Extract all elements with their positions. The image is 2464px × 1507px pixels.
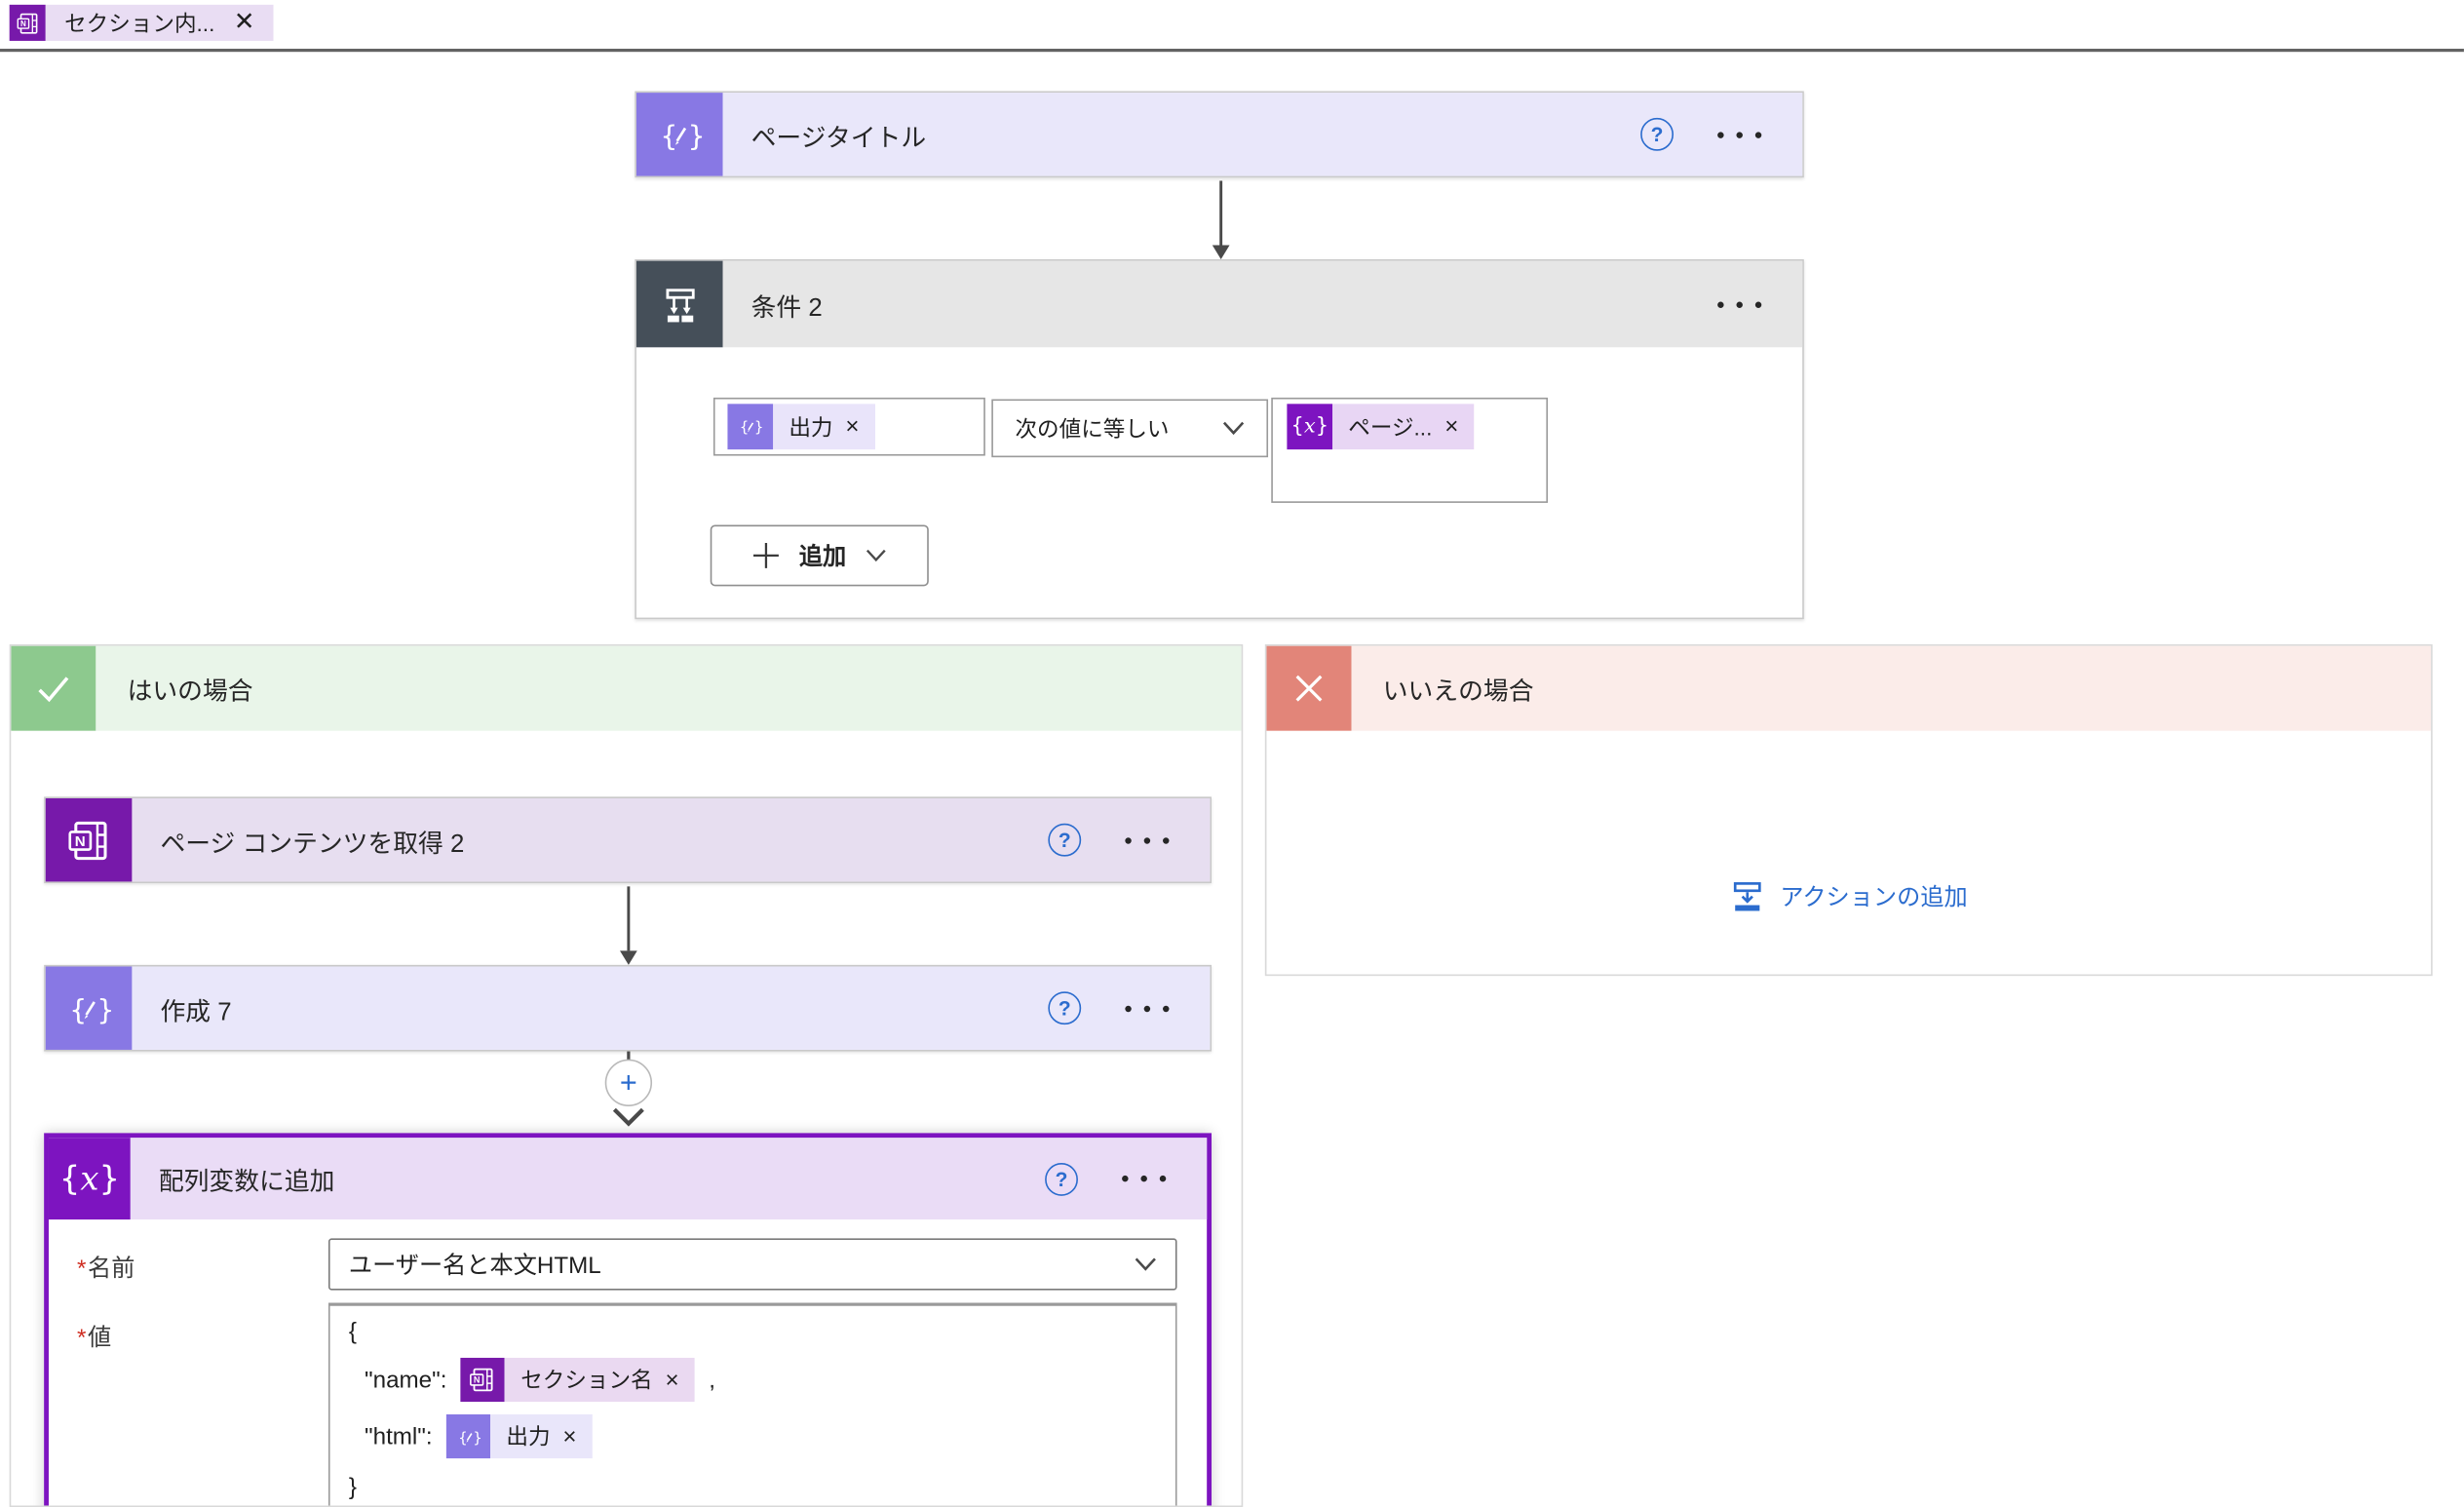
- card-title: 配列変数に追加: [158, 1169, 335, 1196]
- card-title: ページタイトル: [751, 125, 927, 152]
- onenote-icon: N: [9, 4, 46, 41]
- token-label: 出力: [789, 413, 833, 440]
- yes-branch-label: はいの場合: [96, 645, 1242, 731]
- onenote-icon: N: [460, 1357, 506, 1403]
- more-options-icon[interactable]: [1125, 836, 1170, 843]
- remove-token-icon[interactable]: ×: [665, 1366, 679, 1394]
- compose-icon: {}: [727, 404, 774, 450]
- close-icon[interactable]: ✕: [233, 8, 255, 36]
- name-field-label: *名前: [76, 1256, 135, 1283]
- add-button-label: 追加: [798, 543, 847, 571]
- connector-line: [627, 1051, 631, 1062]
- append-to-array-card[interactable]: {x} 配列変数に追加 ? *名前 ユーザー名と本文HTML *値 { "nam…: [44, 1133, 1213, 1506]
- variable-icon: {x}: [48, 1138, 131, 1220]
- add-action-icon: [1733, 882, 1761, 911]
- connector-arrow: [1212, 180, 1230, 260]
- chevron-down-icon: [866, 549, 885, 562]
- x-icon: [1266, 645, 1352, 731]
- token-label: 出力: [506, 1423, 551, 1449]
- variable-name-value: ユーザー名と本文HTML: [348, 1252, 601, 1280]
- json-key: "html":: [365, 1422, 433, 1450]
- token-chip-output[interactable]: {} 出力 ×: [446, 1413, 593, 1459]
- card-title: ページ コンテンツを取得 2: [160, 831, 465, 858]
- svg-text:{: {: [68, 993, 86, 1025]
- trigger-chip[interactable]: N セクション内... ✕: [9, 4, 274, 41]
- variable-value-editor[interactable]: { "name": N セクション名 × , "htm: [327, 1302, 1177, 1506]
- condition-operator-dropdown[interactable]: 次の値に等しい: [991, 399, 1269, 458]
- svg-text:N: N: [74, 832, 85, 849]
- svg-text:}: }: [473, 1428, 481, 1446]
- compose-icon: {}: [635, 93, 723, 176]
- json-close-brace: }: [348, 1474, 357, 1501]
- yes-branch-header[interactable]: はいの場合: [11, 645, 1242, 731]
- svg-text:N: N: [474, 1375, 481, 1385]
- token-chip-output[interactable]: {} 出力 ×: [727, 404, 875, 450]
- check-icon: [11, 645, 96, 731]
- condition-right-operand-input[interactable]: {x} ページ... ×: [1271, 397, 1549, 503]
- svg-text:}: }: [754, 418, 762, 436]
- variable-name-dropdown[interactable]: ユーザー名と本文HTML: [327, 1238, 1177, 1291]
- connector-arrow: [620, 886, 637, 965]
- help-icon[interactable]: ?: [1640, 117, 1674, 151]
- svg-text:{: {: [458, 1428, 468, 1446]
- condition-left-operand-input[interactable]: {} 出力 ×: [712, 397, 985, 456]
- compose7-card[interactable]: {} 作成 7 ?: [44, 964, 1213, 1052]
- compose-card-page-title[interactable]: {} ページタイトル ?: [635, 91, 1804, 178]
- condition-icon: [635, 260, 723, 348]
- operator-value: 次の値に等しい: [1015, 415, 1170, 442]
- toolbar-divider: [0, 48, 2464, 53]
- svg-text:N: N: [19, 19, 25, 27]
- more-options-icon[interactable]: [1717, 131, 1762, 138]
- insert-action-button[interactable]: +: [604, 1059, 653, 1106]
- remove-token-icon[interactable]: ×: [1444, 413, 1459, 441]
- no-branch-header[interactable]: いいえの場合: [1266, 645, 2432, 731]
- svg-text:}: }: [687, 119, 702, 151]
- chevron-down-icon: [1135, 1257, 1156, 1271]
- card-title: 条件 2: [751, 294, 823, 322]
- plus-icon: [753, 542, 780, 568]
- condition-card: 条件 2 {} 出力 × 次の値に等しい {x}: [635, 259, 1804, 620]
- compose-icon: {}: [446, 1413, 491, 1459]
- help-icon[interactable]: ?: [1048, 991, 1082, 1025]
- token-chip-page[interactable]: {x} ページ... ×: [1287, 404, 1475, 450]
- condition-card-header[interactable]: 条件 2: [635, 260, 1803, 348]
- more-options-icon[interactable]: [1125, 1005, 1170, 1012]
- json-open-brace: {: [348, 1318, 357, 1346]
- add-action-label: アクションの追加: [1780, 883, 1968, 911]
- compose-icon: {}: [45, 966, 133, 1050]
- value-field-label: *値: [76, 1325, 112, 1352]
- chevron-down-icon: [1222, 421, 1245, 436]
- json-key: "name":: [365, 1366, 447, 1394]
- json-comma: ,: [709, 1366, 716, 1394]
- variable-icon: {x}: [1287, 404, 1333, 450]
- append-card-header[interactable]: {x} 配列変数に追加 ?: [48, 1138, 1208, 1220]
- token-label: ページ...: [1348, 413, 1433, 440]
- svg-text:{: {: [740, 418, 750, 436]
- onenote-icon: N: [45, 797, 133, 882]
- svg-text:{: {: [660, 119, 677, 151]
- card-title: 作成 7: [160, 998, 232, 1025]
- more-options-icon[interactable]: [1717, 300, 1762, 308]
- more-options-icon[interactable]: [1122, 1175, 1167, 1182]
- add-condition-button[interactable]: 追加: [710, 524, 929, 587]
- chevron-down-arrow: [612, 1107, 644, 1127]
- help-icon[interactable]: ?: [1048, 823, 1082, 857]
- trigger-chip-label: セクション内...: [64, 10, 215, 36]
- no-branch-label: いいえの場合: [1351, 645, 2432, 731]
- add-action-link[interactable]: アクションの追加: [1266, 878, 2431, 912]
- yes-branch-panel: はいの場合 N ページ コンテンツを取得 2 ? {} 作成 7 ?: [9, 644, 1244, 1507]
- help-icon[interactable]: ?: [1045, 1162, 1078, 1196]
- no-branch-panel: いいえの場合 アクションの追加: [1264, 644, 2433, 977]
- get-page-content-card[interactable]: N ページ コンテンツを取得 2 ?: [44, 796, 1213, 884]
- remove-token-icon[interactable]: ×: [562, 1422, 577, 1450]
- token-label: セクション名: [520, 1367, 653, 1393]
- token-chip-section-name[interactable]: N セクション名 ×: [460, 1357, 695, 1403]
- remove-token-icon[interactable]: ×: [845, 413, 860, 441]
- svg-text:}: }: [96, 993, 111, 1025]
